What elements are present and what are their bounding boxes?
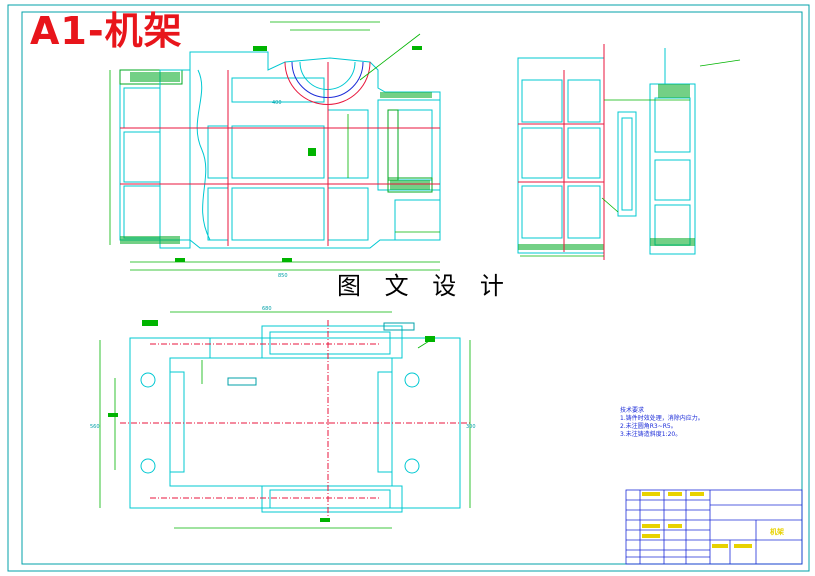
title-block <box>625 489 803 565</box>
side-view-left <box>517 57 605 254</box>
side-dimensions <box>520 59 741 257</box>
front-dimensions <box>109 21 440 271</box>
technical-notes: 技术要求 1.铸件时效处理，消除内应力。 2.未注圆角R3~R5。 3.未注铸造… <box>620 407 704 439</box>
notes-item-1: 1.铸件时效处理，消除内应力。 <box>620 415 704 422</box>
top-view-holes <box>140 372 420 474</box>
top-view-centerlines <box>120 320 470 520</box>
part-name: 机架 <box>770 527 784 536</box>
side-view-right <box>617 48 696 255</box>
dim-height-right: 300 <box>466 424 476 430</box>
title-block-fills <box>642 492 752 548</box>
top-view <box>129 325 461 513</box>
outer-frame <box>7 4 810 572</box>
side-hatch <box>518 84 695 250</box>
dim-view-width: 400 <box>272 100 282 106</box>
watermark-caption: 图 文 设 计 <box>337 272 512 300</box>
front-view <box>119 51 441 249</box>
front-hatch <box>120 72 432 244</box>
notes-item-3: 3.未注铸造斜度1:20。 <box>620 431 682 438</box>
dim-overall-width: 850 <box>278 273 288 279</box>
inner-frame <box>21 11 803 565</box>
dim-bottom-width: 680 <box>262 306 272 312</box>
top-view-dimensions <box>99 311 471 529</box>
dim-height-left: 560 <box>90 424 100 430</box>
top-view-tags <box>108 320 435 522</box>
sheet-title: A1-机架 <box>30 9 183 53</box>
front-centerlines <box>120 62 440 246</box>
notes-item-2: 2.未注圆角R3~R5。 <box>620 423 677 430</box>
notes-heading: 技术要求 <box>620 407 645 414</box>
side-centerlines <box>518 44 605 260</box>
front-dim-tags <box>175 46 422 262</box>
